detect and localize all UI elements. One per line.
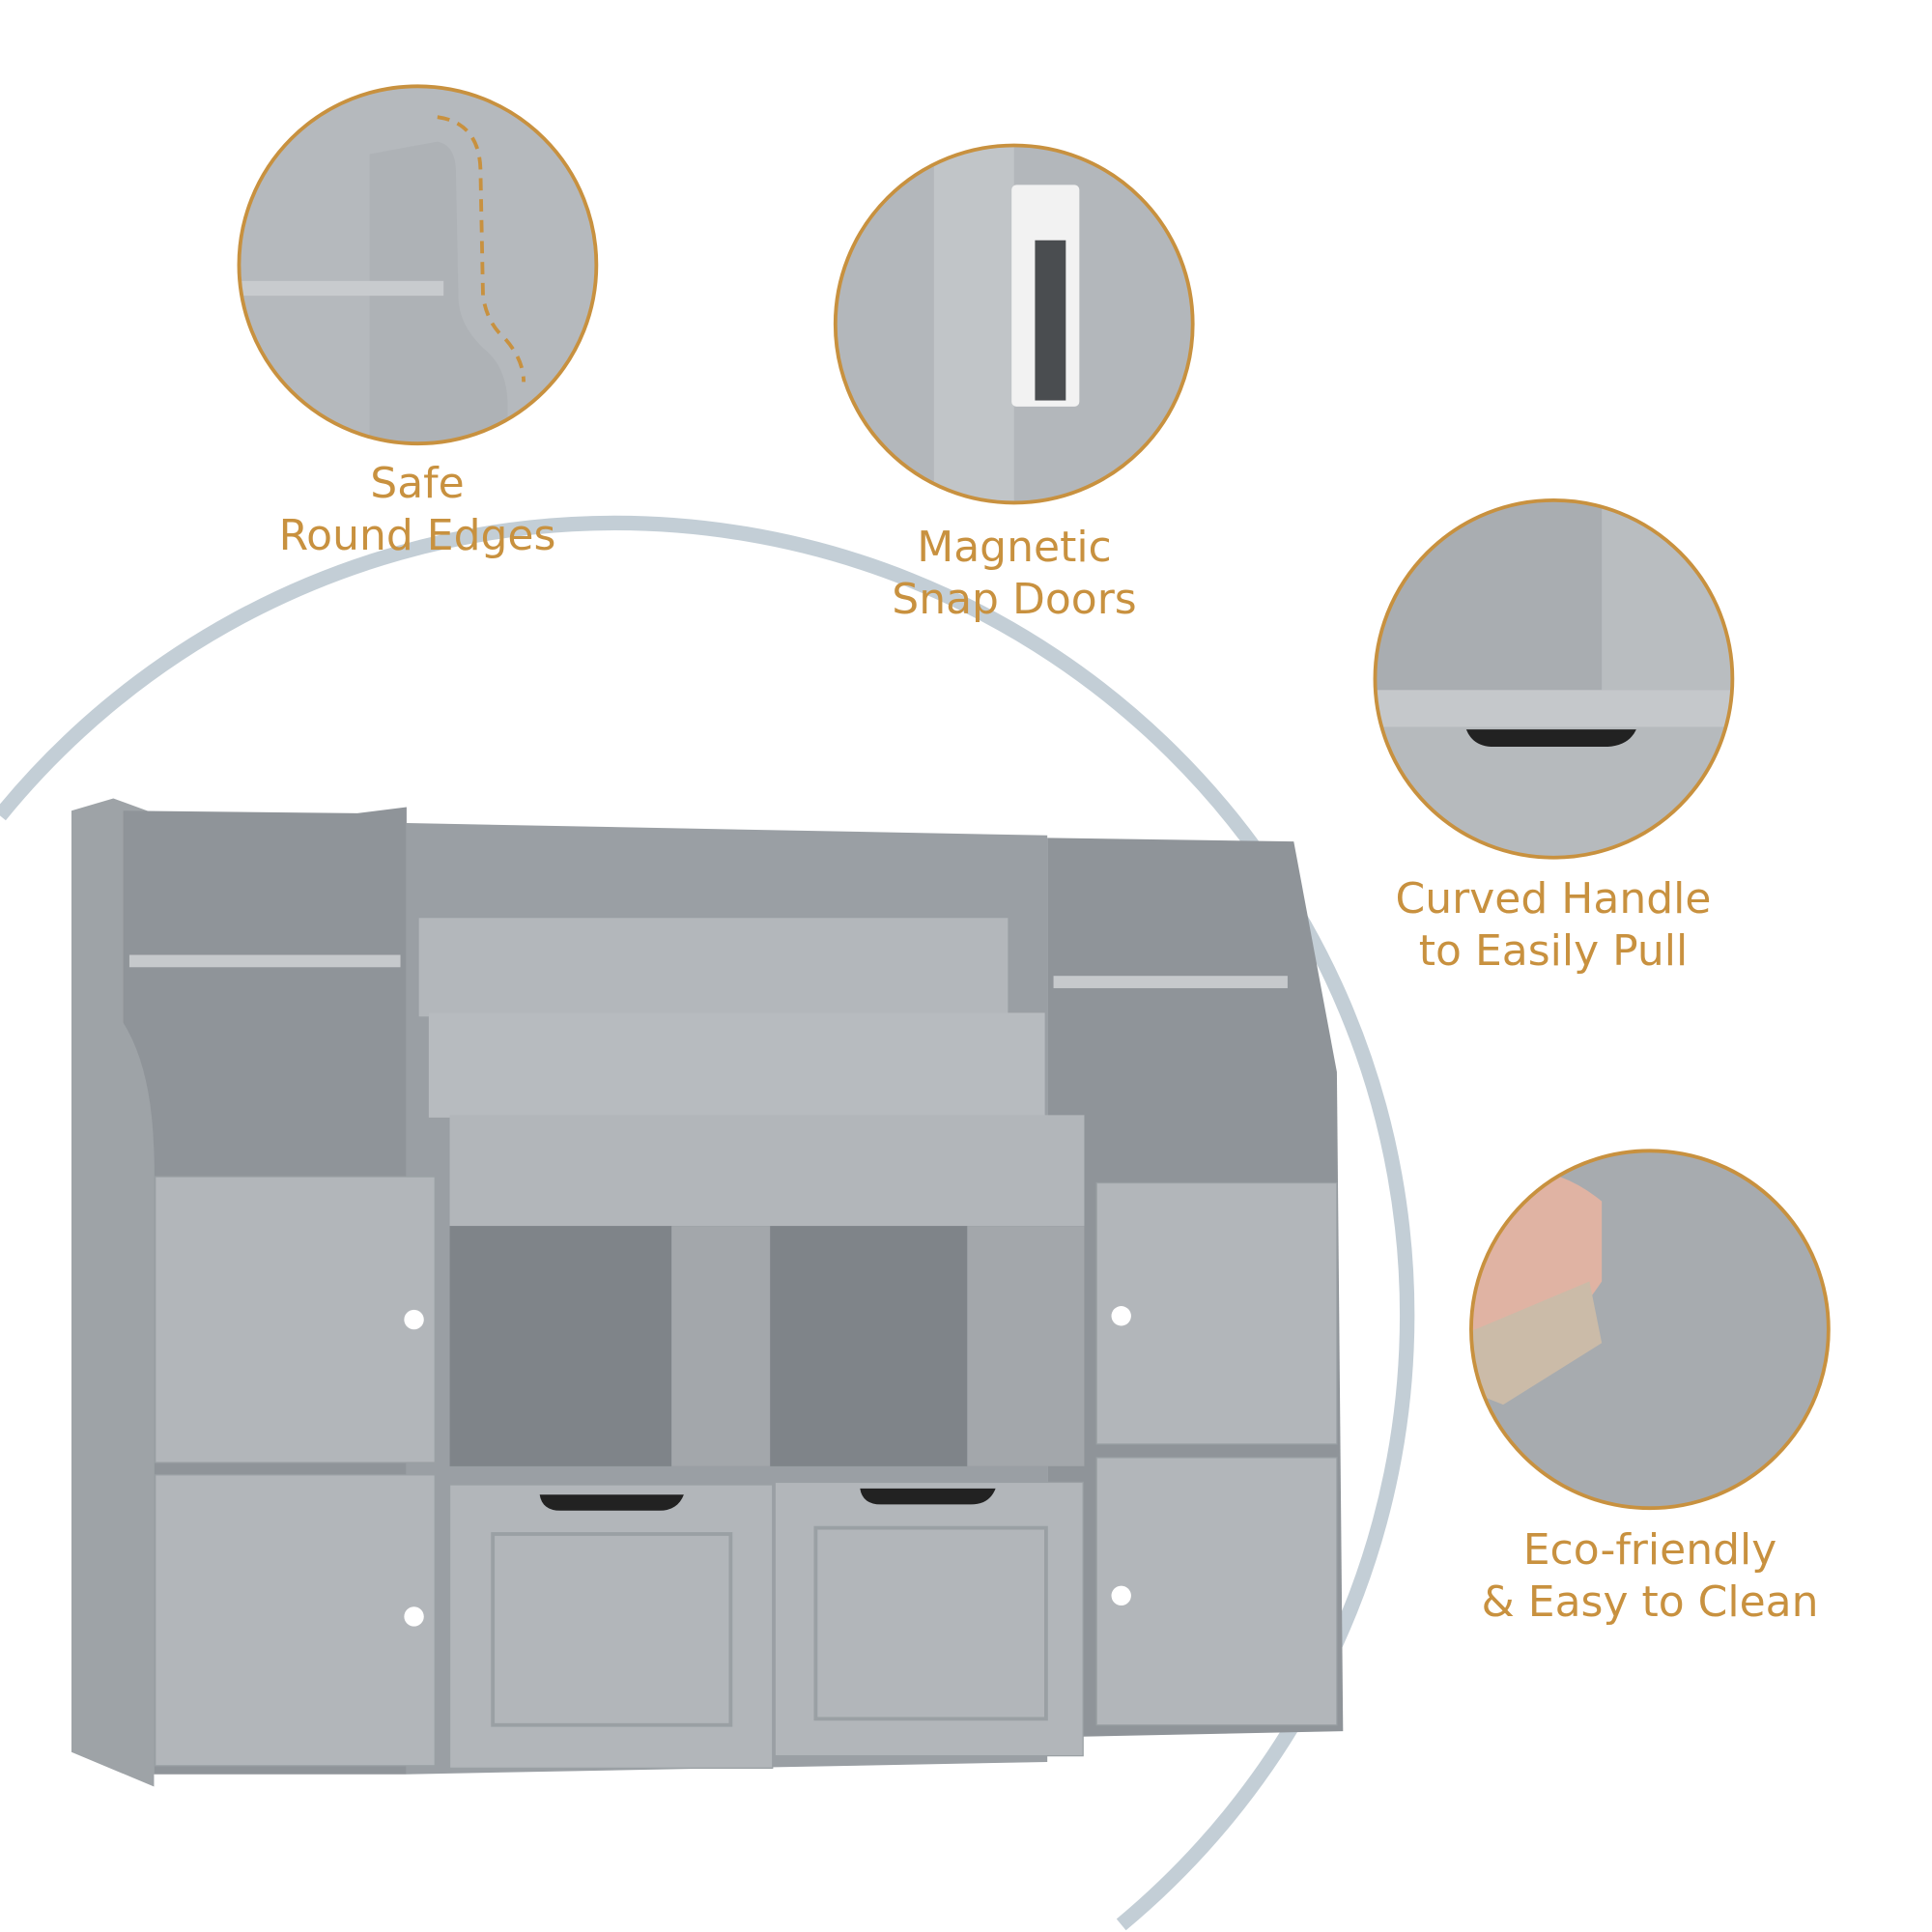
feature-line2: Snap Doors [892,575,1137,624]
feature-label-safe-round-edges: Safe Round Edges [279,458,556,562]
feature-label-curved-handle: Curved Handle to Easily Pull [1396,873,1712,978]
bookcase [71,798,1344,1787]
feature-line2: to Easily Pull [1418,926,1689,976]
round-edges-detail [239,86,597,444]
magnetic-catch-detail [835,145,1193,503]
feature-line2: Round Edges [278,511,556,560]
wipe-clean-detail [1470,1151,1829,1509]
feature-line1: Eco-friendly [1522,1525,1777,1575]
feature-label-magnetic-snap-doors: Magnetic Snap Doors [892,522,1136,626]
decorative-arc [0,515,1415,1931]
feature-line2: & Easy to Clean [1481,1577,1819,1627]
feature-line1: Safe [370,459,465,508]
feature-label-eco-friendly: Eco-friendly & Easy to Clean [1481,1524,1818,1629]
feature-line1: Magnetic [917,523,1112,572]
feature-line1: Curved Handle [1395,874,1712,923]
